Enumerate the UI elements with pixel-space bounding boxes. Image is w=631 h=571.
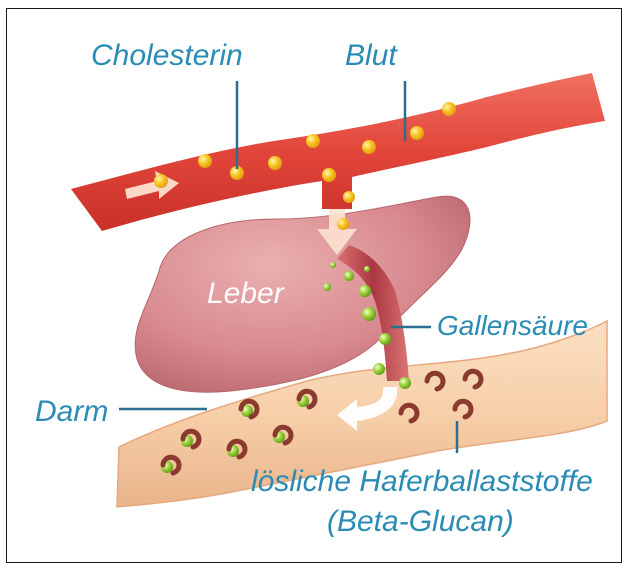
bile-acid-particle xyxy=(379,333,391,345)
ballaststoffe-label-line1: lösliche Haferballaststoffe xyxy=(251,465,593,498)
gallensaeure-label: Gallensäure xyxy=(437,310,588,341)
cholesterol-particle xyxy=(410,126,424,140)
bile-acid-particle xyxy=(373,363,385,375)
bile-acid-particle xyxy=(359,285,371,297)
darm-label: Darm xyxy=(35,395,108,428)
ballaststoffe-label-line2: (Beta-Glucan) xyxy=(327,505,514,538)
bile-acid-particle xyxy=(323,283,331,291)
cholesterol-particle xyxy=(154,174,168,188)
cholesterol-particle xyxy=(337,218,349,230)
cholesterol-particle xyxy=(322,168,336,182)
cholesterol-particle xyxy=(306,134,320,148)
leber-label: Leber xyxy=(207,277,285,310)
bile-acid-particle xyxy=(399,377,411,389)
cholesterol-particle xyxy=(343,191,355,203)
cholesterol-particle xyxy=(362,140,376,154)
bile-acid-particle xyxy=(344,271,354,281)
cholesterol-particle xyxy=(268,156,282,170)
bile-acid-particle xyxy=(364,266,370,272)
cholesterol-particle xyxy=(198,154,212,168)
liver-shape xyxy=(135,196,470,392)
bile-acid-particle xyxy=(330,262,336,268)
cholesterin-label: Cholesterin xyxy=(91,39,243,72)
cholesterol-pathway-diagram: Cholesterin Blut Leber Gallensäure Darm … xyxy=(7,9,622,563)
cholesterol-particle xyxy=(442,102,456,116)
blut-label: Blut xyxy=(345,39,398,72)
diagram-frame: Cholesterin Blut Leber Gallensäure Darm … xyxy=(6,8,622,563)
blood-vessel-shape xyxy=(71,73,605,231)
bile-acid-particle xyxy=(362,307,376,321)
